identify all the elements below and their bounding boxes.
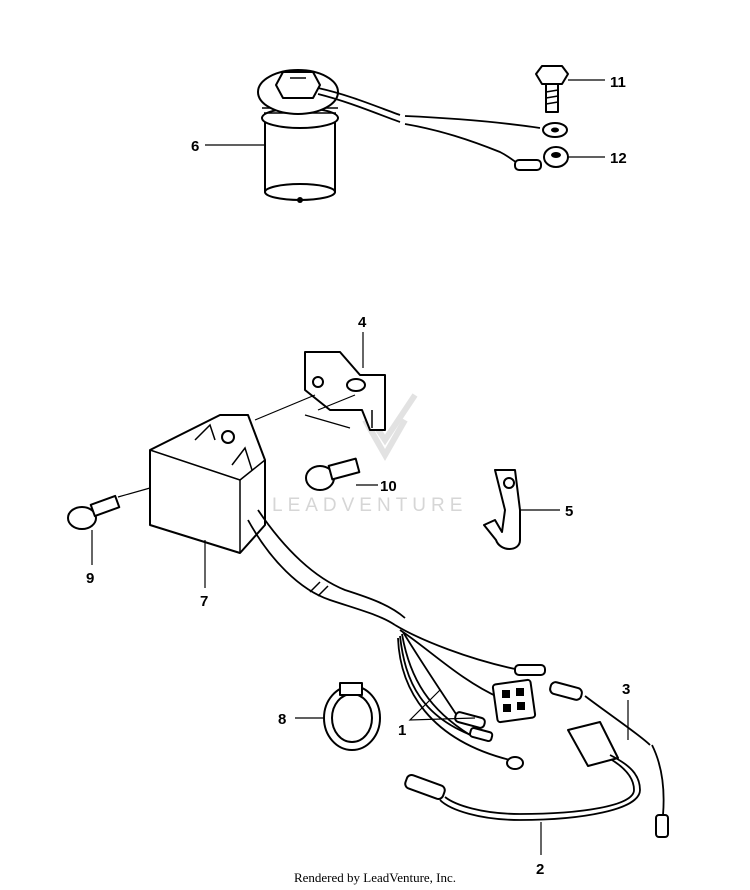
part-10-bolt[interactable] (305, 457, 361, 491)
callout-5: 5 (565, 503, 573, 520)
callout-2: 2 (536, 861, 544, 878)
callout-6: 6 (191, 138, 199, 155)
part-12-nut[interactable] (543, 146, 569, 168)
callout-12: 12 (610, 150, 627, 167)
callout-11: 11 (610, 74, 626, 91)
part-7-cdi-unit[interactable] (149, 414, 546, 770)
part-3-lead-wire[interactable] (549, 681, 669, 838)
callout-4: 4 (358, 314, 367, 331)
callout-8: 8 (278, 711, 286, 728)
part-6-sensor[interactable] (257, 69, 568, 203)
footer-credit: Rendered by LeadVenture, Inc. (293, 870, 457, 885)
part-2-harness[interactable] (404, 721, 641, 821)
callout-9: 9 (86, 570, 94, 587)
callout-1: 1 (398, 722, 406, 739)
callout-labels: 1 2 3 4 5 6 7 8 9 10 11 12 (86, 74, 630, 878)
leader-lines (91, 79, 629, 855)
callout-7: 7 (200, 593, 208, 610)
part-8-hose-clamp[interactable] (323, 682, 381, 751)
part-4-bracket[interactable] (304, 351, 386, 431)
callout-3: 3 (622, 681, 630, 698)
watermark-text: LEADVENTURE (272, 495, 468, 516)
part-11-bolt[interactable] (535, 65, 569, 113)
callout-10: 10 (380, 478, 397, 495)
part-5-clamp[interactable] (483, 469, 521, 550)
part-9-bolt[interactable] (67, 494, 121, 530)
